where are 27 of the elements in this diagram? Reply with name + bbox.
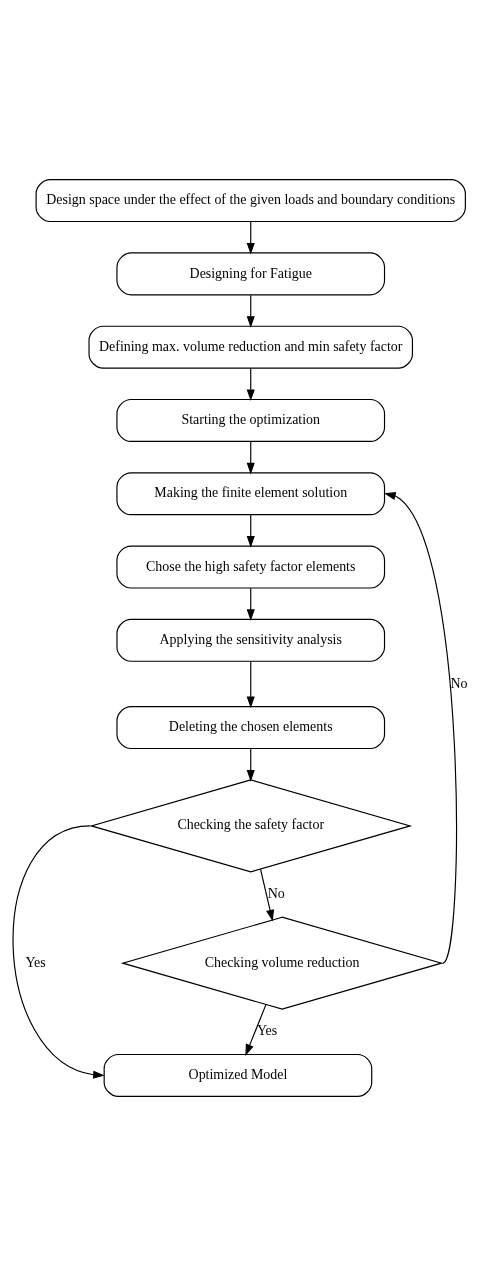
- arrow: [260, 868, 275, 921]
- node-box: Design space under the effect of the given loads and boundary conditions: [35, 178, 466, 222]
- node-box: Making the finite element solution: [116, 471, 386, 515]
- arrow: [383, 491, 457, 964]
- node-box: Deleting the chosen elements: [116, 705, 386, 749]
- node-box: Applying the sensitivity analysis: [116, 618, 386, 662]
- arrow: [245, 1003, 267, 1056]
- edge-label: No: [450, 675, 468, 691]
- arrow: [246, 440, 255, 474]
- arrow: [246, 513, 255, 548]
- edge-label: No: [267, 885, 285, 901]
- node-box: Starting the optimization: [116, 398, 386, 442]
- arrow: [246, 367, 255, 401]
- node-box: Defining max. volume reduction and min safety factor: [88, 325, 413, 369]
- edge-label: Yes: [25, 954, 46, 970]
- node-box: Chose the high safety factor elements: [116, 545, 386, 589]
- edge-label: Yes: [256, 1022, 278, 1038]
- arrow: [12, 824, 105, 1079]
- arrow: [246, 747, 255, 782]
- node-box: Optimized Model: [103, 1053, 373, 1097]
- node-diamond: Checking volume reduction: [120, 916, 444, 1010]
- arrow: [246, 660, 255, 708]
- node-box: Designing for Fatigue: [116, 251, 386, 295]
- arrow: [246, 294, 255, 328]
- arrow: [246, 587, 255, 621]
- node-diamond: Checking the safety factor: [89, 778, 413, 872]
- arrow: [246, 220, 255, 255]
